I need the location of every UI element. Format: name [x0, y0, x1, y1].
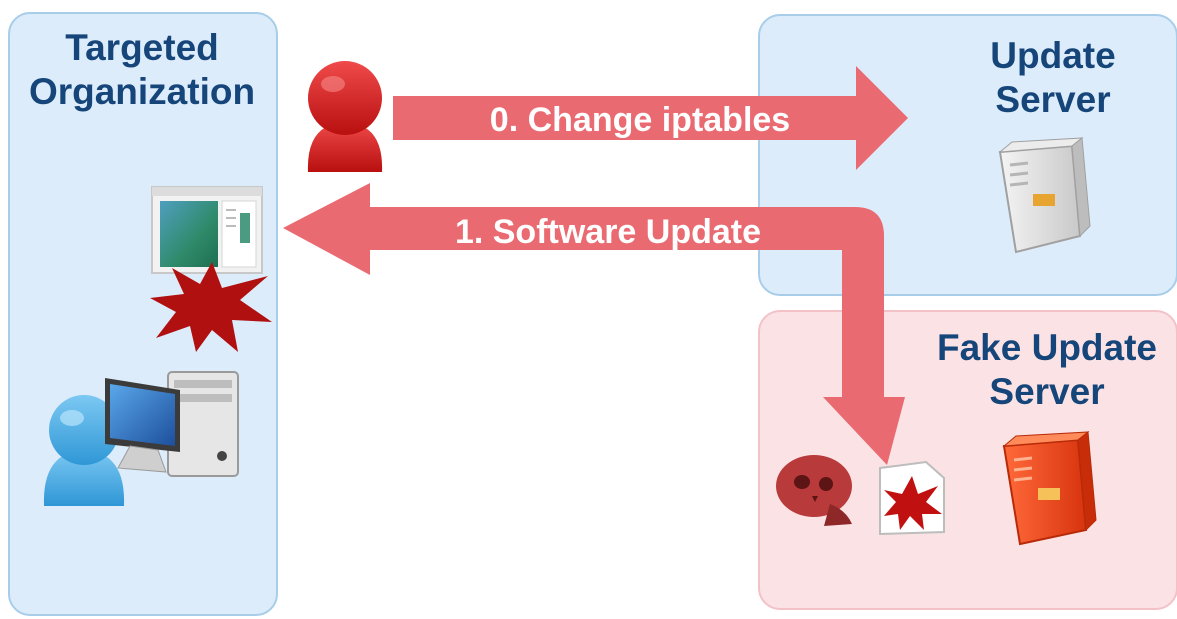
workstation-icon — [105, 371, 239, 477]
malware-burst-icon — [150, 262, 272, 352]
fake-update-server-title: Fake Update Server — [936, 327, 1157, 412]
software-window-icon — [151, 186, 263, 274]
software-update-label: 1. Software Update — [455, 213, 761, 251]
update-server-title: Update Server — [990, 35, 1116, 120]
software-update-arrow: 1. Software Update — [283, 183, 905, 465]
server-icon — [998, 137, 1091, 254]
infected-file-icon — [879, 460, 945, 536]
change-iptables-arrow: 0. Change iptables — [393, 66, 908, 170]
targeted-organization-title: Targeted Organization — [28, 27, 256, 112]
attacker-icon — [307, 61, 383, 172]
skull-icon — [776, 455, 852, 526]
fake-server-icon — [1002, 431, 1097, 546]
user-icon — [43, 395, 125, 506]
change-iptables-label: 0. Change iptables — [490, 101, 790, 139]
